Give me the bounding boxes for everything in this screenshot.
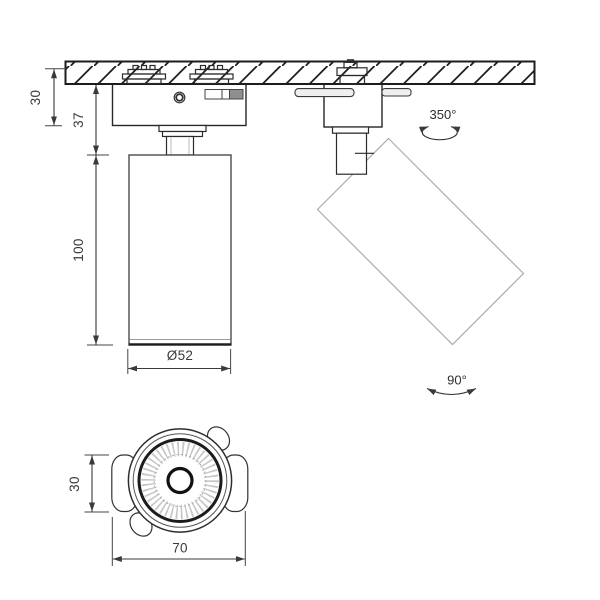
track-clip-right bbox=[189, 64, 234, 85]
rotation-annotation: 350° bbox=[419, 107, 461, 141]
lamp-body-tilted bbox=[316, 137, 525, 346]
adapter-wing-left bbox=[294, 88, 355, 98]
track-height-label: 30 bbox=[28, 90, 43, 106]
led-center bbox=[166, 466, 194, 495]
adapter-height-label: 37 bbox=[71, 112, 86, 128]
tilted-neck-flange bbox=[331, 126, 370, 134]
rotation-arrow-arc bbox=[419, 125, 461, 141]
dimension-bracket-height: 30 bbox=[67, 454, 109, 513]
dimension-body-diameter: Ø52 bbox=[127, 348, 232, 374]
ceiling-outline bbox=[64, 60, 536, 85]
cap-plate-lower bbox=[339, 74, 366, 85]
ceiling-hatch bbox=[65, 61, 535, 84]
dimension-track-height: 30 bbox=[28, 68, 66, 127]
bottom-view bbox=[111, 426, 249, 537]
overall-width-label: 70 bbox=[172, 541, 188, 556]
ceiling-track bbox=[64, 60, 536, 85]
adapter-details bbox=[173, 89, 244, 104]
dimension-adapter-height: 37 bbox=[71, 85, 109, 156]
body-diameter-label: Ø52 bbox=[167, 348, 193, 363]
rotation-label: 350° bbox=[430, 107, 457, 122]
tilt-arrow-arc bbox=[426, 388, 477, 396]
neck-flange-lower bbox=[161, 130, 204, 138]
lamp-cylinder bbox=[128, 154, 232, 346]
body-length-label: 100 bbox=[71, 238, 86, 261]
fixture-tilted-view bbox=[294, 88, 525, 346]
bracket-height-label: 30 bbox=[67, 476, 82, 492]
tilt-label: 90° bbox=[447, 373, 467, 388]
lamp-body-front bbox=[128, 154, 232, 346]
track-cap-side bbox=[336, 59, 368, 85]
dimension-body-length: 100 bbox=[71, 155, 113, 346]
tilt-annotation: 90° bbox=[426, 373, 477, 396]
lens-bezel-ring bbox=[137, 438, 223, 523]
track-clips bbox=[121, 64, 234, 85]
adapter-wing-right bbox=[381, 88, 412, 97]
selector-slider-knob bbox=[229, 89, 244, 100]
neck-flange-upper bbox=[158, 124, 207, 133]
fixture-front-neck bbox=[158, 124, 207, 156]
dimension-overall-width: 70 bbox=[111, 511, 246, 566]
mounting-screw-inner bbox=[175, 93, 184, 102]
reflector-ribs bbox=[141, 441, 219, 520]
reflector-dotted-circle bbox=[153, 454, 207, 507]
selector-slider-track bbox=[204, 89, 232, 100]
track-clip-left bbox=[121, 64, 167, 85]
